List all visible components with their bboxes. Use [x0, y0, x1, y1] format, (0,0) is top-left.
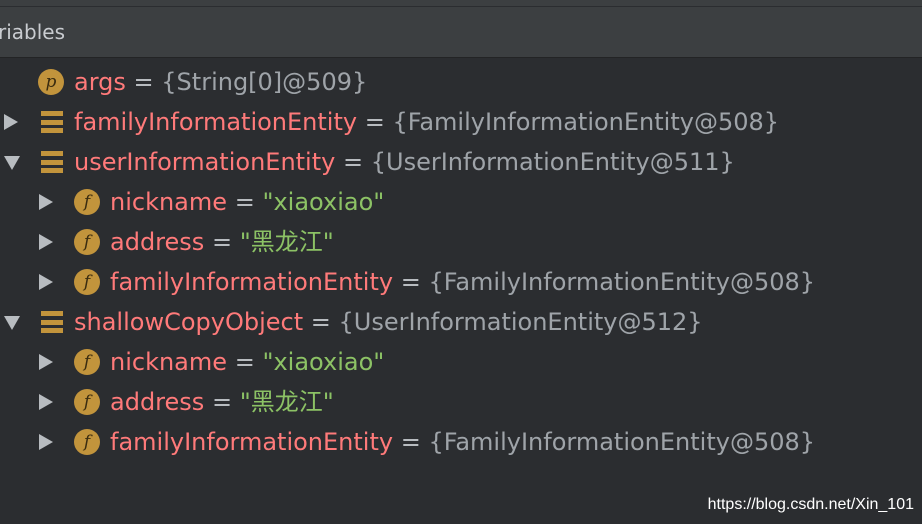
variable-value: {UserInformationEntity@511}	[370, 148, 735, 176]
object-icon	[41, 311, 63, 333]
variable-text: address = "黑龙江"	[110, 387, 334, 417]
variable-text: nickname = "xiaoxiao"	[110, 187, 384, 217]
field-icon: f	[74, 269, 100, 295]
variable-value: {String[0]@509}	[161, 68, 368, 96]
equals-sign: =	[211, 228, 233, 256]
variable-name: userInformationEntity	[74, 148, 336, 176]
field-name: nickname	[110, 188, 228, 216]
variables-tree: p args = {String[0]@509} familyInformati…	[0, 62, 922, 462]
variable-name: shallowCopyObject	[74, 308, 304, 336]
field-icon: f	[74, 349, 100, 375]
field-value: {FamilyInformationEntity@508}	[428, 268, 816, 296]
parameter-icon: p	[38, 69, 64, 95]
field-value: "xiaoxiao"	[262, 348, 385, 376]
variable-text: familyInformationEntity = {FamilyInforma…	[74, 107, 779, 137]
collapse-arrow-icon[interactable]	[4, 316, 20, 330]
variable-text: nickname = "xiaoxiao"	[110, 347, 384, 377]
field-row-familyInformationEntity[interactable]: f familyInformationEntity = {FamilyInfor…	[0, 262, 922, 302]
variable-text: args = {String[0]@509}	[74, 67, 367, 97]
equals-sign: =	[211, 388, 233, 416]
field-name: familyInformationEntity	[110, 268, 394, 296]
variables-panel-header: riables	[0, 6, 922, 58]
variable-value: {UserInformationEntity@512}	[338, 308, 703, 336]
equals-sign: =	[342, 148, 364, 176]
field-row-familyInformationEntity[interactable]: f familyInformationEntity = {FamilyInfor…	[0, 422, 922, 462]
field-icon: f	[74, 229, 100, 255]
collapse-arrow-icon[interactable]	[4, 156, 20, 170]
variable-name: args	[74, 68, 126, 96]
field-name: familyInformationEntity	[110, 428, 394, 456]
field-icon: f	[74, 189, 100, 215]
field-name: address	[110, 388, 205, 416]
variable-value: {FamilyInformationEntity@508}	[392, 108, 780, 136]
expand-arrow-icon[interactable]	[39, 194, 53, 210]
equals-sign: =	[364, 108, 385, 136]
variable-row-userInformationEntity[interactable]: userInformationEntity = {UserInformation…	[0, 142, 922, 182]
variable-row-args[interactable]: p args = {String[0]@509}	[0, 62, 922, 102]
field-value: "黑龙江"	[239, 228, 334, 256]
expand-arrow-icon[interactable]	[4, 114, 18, 130]
expand-arrow-icon[interactable]	[39, 274, 53, 290]
expand-arrow-icon[interactable]	[39, 394, 53, 410]
object-icon	[41, 151, 63, 173]
field-name: address	[110, 228, 205, 256]
variable-text: familyInformationEntity = {FamilyInforma…	[110, 267, 815, 297]
expand-arrow-icon[interactable]	[39, 354, 53, 370]
watermark: https://blog.csdn.net/Xin_101	[707, 496, 914, 513]
equals-sign: =	[310, 308, 331, 336]
window-top-edge	[0, 0, 922, 6]
field-name: nickname	[110, 348, 228, 376]
field-row-address[interactable]: f address = "黑龙江"	[0, 222, 922, 262]
equals-sign: =	[133, 68, 154, 96]
panel-title: riables	[0, 20, 66, 44]
equals-sign: =	[400, 428, 421, 456]
field-row-nickname[interactable]: f nickname = "xiaoxiao"	[0, 182, 922, 222]
field-icon: f	[74, 429, 100, 455]
field-value: "xiaoxiao"	[262, 188, 385, 216]
field-row-nickname[interactable]: f nickname = "xiaoxiao"	[0, 342, 922, 382]
equals-sign: =	[234, 348, 255, 376]
variable-name: familyInformationEntity	[74, 108, 358, 136]
variable-text: familyInformationEntity = {FamilyInforma…	[110, 427, 815, 457]
expand-arrow-icon[interactable]	[39, 234, 53, 250]
variable-text: address = "黑龙江"	[110, 227, 334, 257]
variable-row-shallowCopyObject[interactable]: shallowCopyObject = {UserInformationEnti…	[0, 302, 922, 342]
field-icon: f	[74, 389, 100, 415]
field-value: {FamilyInformationEntity@508}	[428, 428, 816, 456]
field-row-address[interactable]: f address = "黑龙江"	[0, 382, 922, 422]
object-icon	[41, 111, 63, 133]
expand-arrow-icon[interactable]	[39, 434, 53, 450]
variable-text: shallowCopyObject = {UserInformationEnti…	[74, 307, 703, 337]
field-value: "黑龙江"	[239, 388, 334, 416]
variable-text: userInformationEntity = {UserInformation…	[74, 147, 735, 177]
equals-sign: =	[234, 188, 255, 216]
equals-sign: =	[400, 268, 421, 296]
variable-row-familyInformationEntity[interactable]: familyInformationEntity = {FamilyInforma…	[0, 102, 922, 142]
